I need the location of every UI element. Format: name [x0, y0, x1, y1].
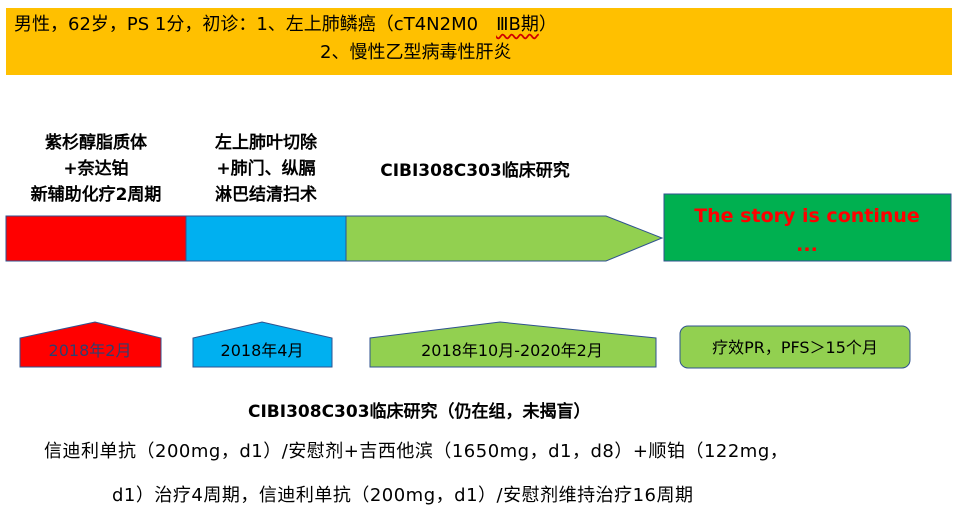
date-marker-2-text: 2018年4月: [221, 341, 304, 360]
outcome-box: [679, 325, 911, 369]
timeline-segment-trial-arrow: [345, 215, 664, 262]
continue-box: [663, 193, 952, 262]
phase-label-line: 左上肺叶切除: [215, 133, 317, 153]
stage-text: ⅢB期: [496, 14, 539, 35]
study-title: CIBI308C303临床研究（仍在组，未揭盲）: [248, 402, 591, 422]
patient-info-line1: 男性，62岁，PS 1分，初诊：1、左上肺鳞癌（cT4N2M0 ⅢB期）: [14, 10, 557, 36]
date-marker-3-text: 2018年10月-2020年2月: [421, 341, 603, 360]
phase-label-surgery: 左上肺叶切除 +肺门、纵膈 淋巴结清扫术: [186, 130, 346, 208]
outcome-text: 疗效PR，PFS＞15个月: [712, 338, 878, 357]
phase-label-line: +肺门、纵膈: [216, 159, 316, 179]
phase-label-line: CIBI308C303临床研究: [380, 161, 570, 181]
patient-info-banner: [6, 8, 952, 75]
phase-label-line: 紫杉醇脂质体: [45, 133, 147, 153]
regimen-line1: 信迪利单抗（200mg，d1）/安慰剂+吉西他滨（1650mg，d1，d8）+顺…: [44, 441, 789, 462]
continue-text: The story is continue: [694, 205, 920, 227]
regimen-line2: d1）治疗4周期，信迪利单抗（200mg，d1）/安慰剂维持治疗16周期: [112, 485, 694, 506]
continue-dots: ...: [796, 234, 818, 256]
patient-info-line2: 2、慢性乙型病毒性肝炎: [320, 42, 512, 63]
phase-label-neoadjuvant: 紫杉醇脂质体 +奈达铂 新辅助化疗2周期: [6, 130, 186, 208]
phase-label-line: 淋巴结清扫术: [215, 185, 317, 205]
closing-paren: ）: [538, 14, 557, 35]
date-marker-1: [19, 321, 162, 368]
date-marker-3: [369, 321, 657, 368]
phase-label-trial: CIBI308C303临床研究: [340, 158, 610, 184]
phase-label-line: +奈达铂: [63, 159, 129, 179]
date-marker-1-text: 2018年2月: [49, 341, 132, 360]
timeline-segment-surgery: [185, 215, 347, 262]
phase-label-line: 新辅助化疗2周期: [30, 185, 162, 205]
timeline-segment-neoadjuvant: [5, 215, 187, 262]
date-marker-2: [192, 321, 333, 368]
patient-info-text: 男性，62岁，PS 1分，初诊：1、左上肺鳞癌（cT4N2M0: [14, 14, 497, 35]
